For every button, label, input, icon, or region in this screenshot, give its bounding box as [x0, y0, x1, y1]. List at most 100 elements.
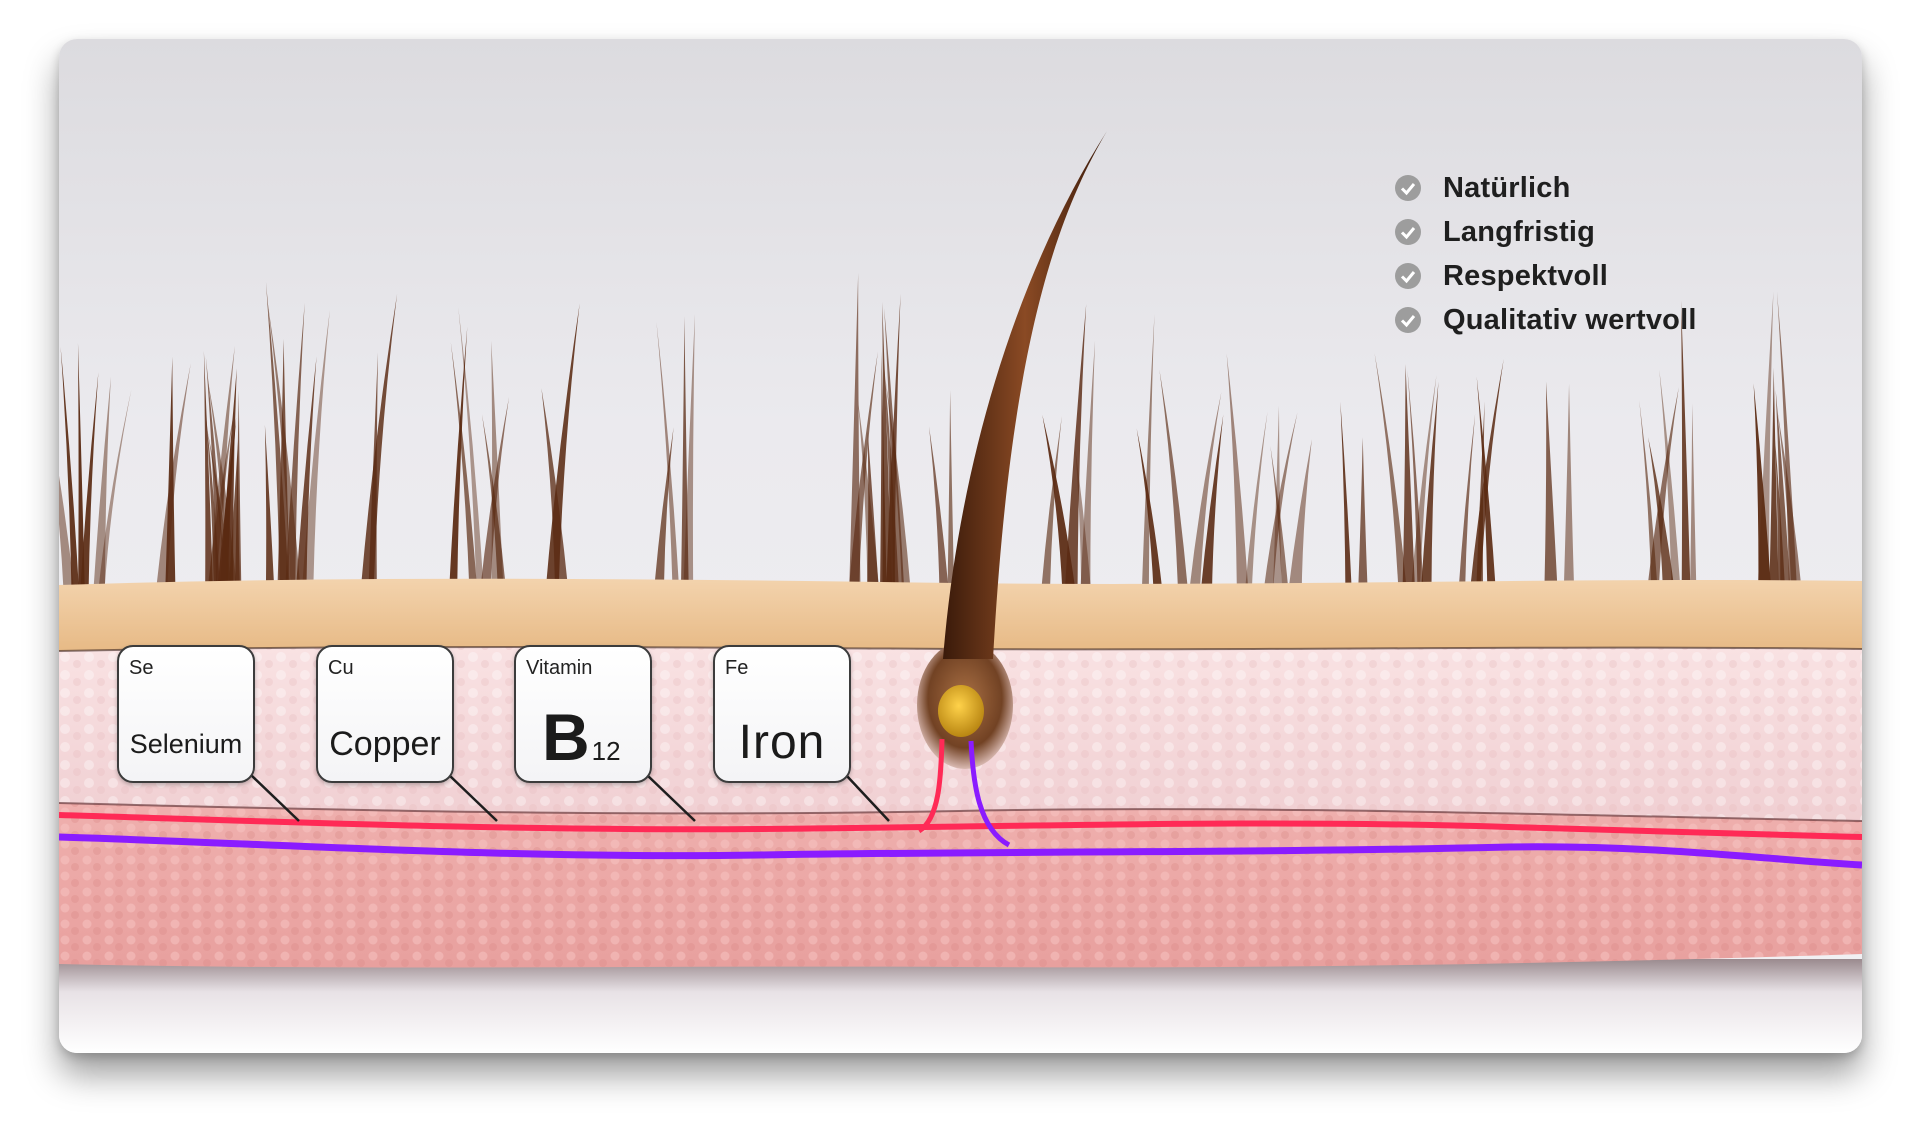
nutrient-name: B	[542, 700, 590, 774]
background-hair	[680, 316, 689, 591]
background-hair	[1159, 369, 1188, 589]
background-hair	[1769, 367, 1779, 593]
main-hair	[943, 131, 1107, 659]
background-hair	[1263, 412, 1298, 592]
check-circle-icon	[1395, 263, 1421, 289]
background-hair	[1689, 403, 1697, 596]
background-hair	[1287, 439, 1312, 597]
background-hair	[1420, 381, 1439, 591]
benefit-label: Qualitativ wertvoll	[1443, 303, 1697, 336]
check-circle-icon	[1395, 219, 1421, 245]
background-hair	[1407, 370, 1424, 589]
background-hair	[682, 314, 695, 603]
background-hair	[450, 342, 478, 597]
background-hair	[929, 426, 950, 596]
background-hair	[656, 321, 680, 589]
nutrient-category: Vitamin	[526, 657, 593, 679]
element-symbol: Se	[129, 657, 154, 679]
background-hair	[1244, 411, 1268, 601]
background-hair	[1340, 401, 1353, 598]
background-hair	[368, 352, 378, 600]
background-hair	[1075, 448, 1093, 602]
background-hair	[1374, 352, 1408, 598]
background-hair	[1080, 340, 1096, 591]
background-hair	[1458, 413, 1476, 599]
nutrient-name: Iron	[738, 716, 826, 769]
b12-label: B12	[542, 699, 621, 775]
background-hair	[1775, 390, 1791, 597]
nutrient-subscript: 12	[591, 736, 621, 766]
background-hair	[1777, 412, 1803, 602]
artery	[59, 812, 1862, 840]
background-hairs	[59, 272, 1803, 603]
check-circle-icon	[1395, 175, 1421, 201]
background-hair	[264, 424, 275, 593]
background-hair	[360, 293, 398, 588]
background-hair	[481, 414, 507, 590]
nutrient-name: Copper	[329, 725, 441, 763]
benefit-label: Respektvoll	[1443, 259, 1608, 292]
background-hair	[849, 272, 861, 589]
background-hair	[1639, 400, 1658, 593]
nutrient-card-copper: Cu Copper	[316, 645, 454, 783]
element-symbol: Cu	[328, 657, 354, 679]
background-hair	[1681, 300, 1691, 599]
benefit-label: Langfristig	[1443, 215, 1596, 248]
background-hair	[295, 356, 317, 593]
background-hair	[203, 350, 214, 602]
background-hair	[448, 326, 468, 594]
background-hair	[857, 399, 880, 595]
background-hair	[59, 475, 75, 595]
benefit-item: Natürlich	[1395, 166, 1697, 210]
background-hair	[458, 307, 484, 592]
background-hair	[1659, 369, 1681, 589]
background-hair	[1358, 437, 1368, 593]
background-hair	[1141, 314, 1155, 594]
background-hair	[302, 310, 330, 588]
illustration-card: Natürlich Langfristig Respektvoll Qualit…	[59, 39, 1862, 1053]
skin-cross-section	[59, 131, 1862, 1053]
background-hair	[165, 356, 176, 592]
background-hair	[79, 372, 99, 600]
nutrient-card-b12: Vitamin B12	[514, 645, 652, 783]
background-hair	[491, 340, 504, 599]
background-hair	[277, 338, 291, 602]
background-hair	[207, 379, 238, 595]
background-hair	[1544, 381, 1558, 590]
background-hair	[92, 376, 111, 600]
background-hair	[947, 390, 955, 588]
nutrient-card-iron: Fe Iron	[713, 645, 851, 783]
background-hair	[1226, 353, 1249, 589]
background-hair	[1064, 304, 1087, 592]
background-hair	[98, 389, 132, 590]
background-hair	[1476, 376, 1496, 593]
vein-branch	[968, 740, 1011, 848]
background-hair	[60, 346, 80, 603]
element-symbol: Fe	[725, 657, 749, 679]
background-hair	[1200, 414, 1224, 598]
background-hair	[541, 388, 569, 593]
background-hair	[234, 390, 242, 597]
benefit-item: Qualitativ wertvoll	[1395, 298, 1697, 342]
check-circle-icon	[1395, 307, 1421, 333]
floor-shadow	[59, 959, 1862, 1053]
background-hair	[1563, 383, 1575, 603]
nutrient-card-selenium: Se Selenium	[117, 645, 255, 783]
selenium-leader	[250, 774, 300, 822]
background-hair	[1270, 446, 1290, 599]
iron-leader	[845, 774, 890, 822]
background-hair	[77, 343, 85, 593]
b12-leader	[646, 774, 696, 822]
benefit-item: Respektvoll	[1395, 254, 1697, 298]
benefit-label: Natürlich	[1443, 171, 1571, 204]
background-hair	[1189, 392, 1222, 593]
background-hair	[1402, 364, 1416, 600]
background-hair	[885, 379, 912, 595]
copper-leader	[448, 774, 498, 822]
background-hair	[1753, 383, 1772, 588]
nutrient-name: Selenium	[129, 729, 243, 759]
artery-branch	[917, 738, 945, 834]
benefits-list: Natürlich Langfristig Respektvoll Qualit…	[1395, 166, 1697, 342]
background-hair	[285, 302, 305, 594]
hair-bulb	[938, 685, 984, 737]
